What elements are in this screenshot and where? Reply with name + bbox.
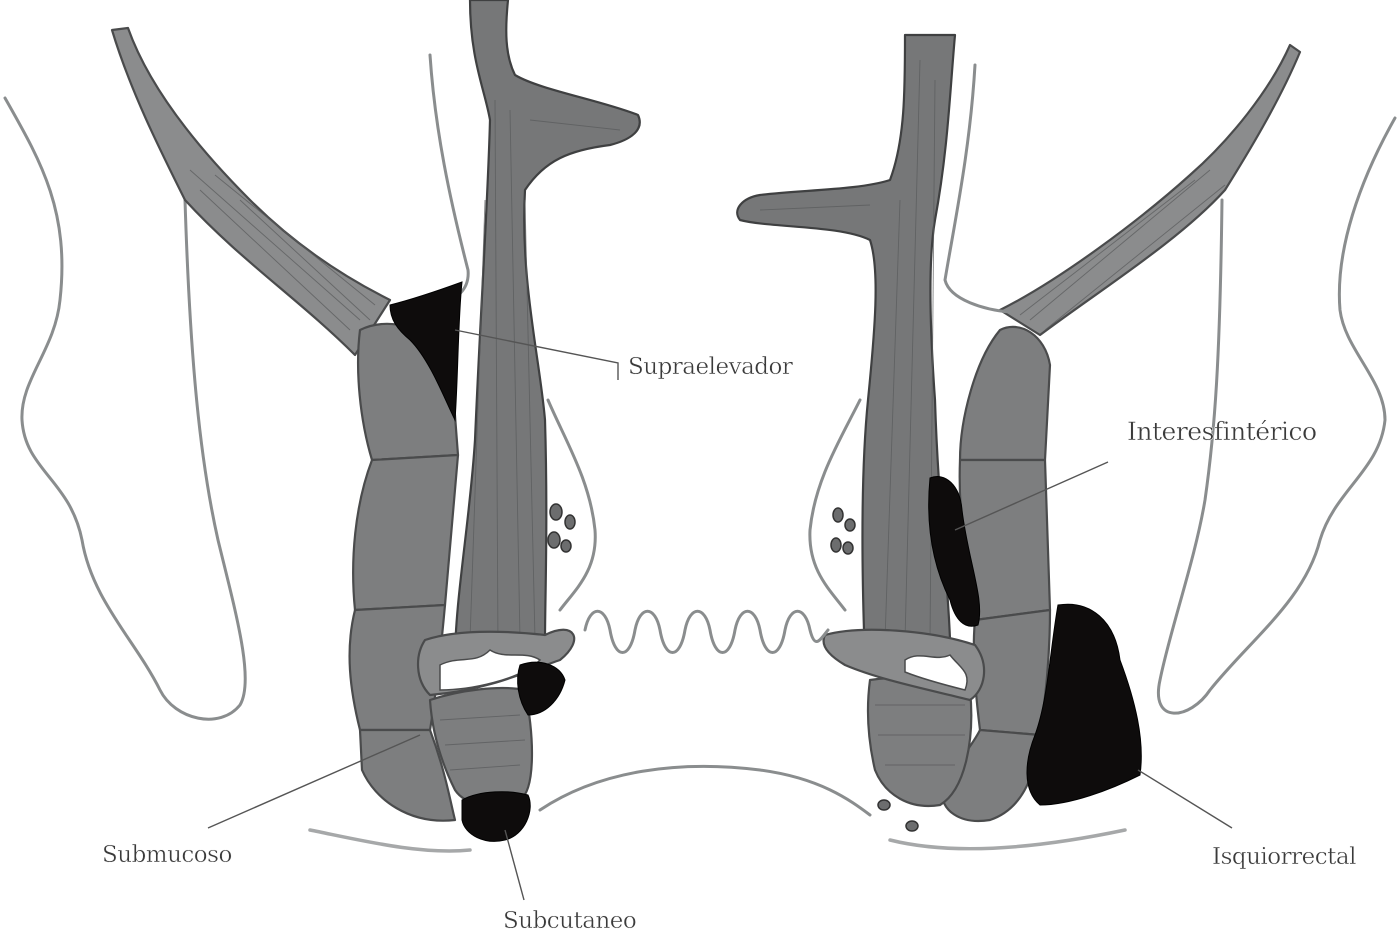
mucosa-line-right bbox=[808, 398, 862, 612]
lymph-nodes-right bbox=[830, 507, 919, 832]
pelvic-outline-left bbox=[3, 96, 247, 721]
label-submucosal: Submucoso bbox=[102, 842, 232, 868]
abscess-intersphincteric bbox=[928, 476, 981, 627]
leader-lines bbox=[207, 329, 1233, 901]
anal-canal-mucosa-folds bbox=[583, 609, 830, 654]
levator-ani-left bbox=[110, 26, 392, 357]
abscess-supralevator bbox=[389, 281, 463, 422]
external-sphincter-left bbox=[348, 322, 460, 822]
skin-surface-left bbox=[308, 828, 472, 853]
abscess-ischiorectal bbox=[1026, 603, 1142, 806]
levator-ani-right bbox=[998, 43, 1302, 337]
fascia-line-right bbox=[943, 63, 1012, 314]
label-ischiorectal: Isquiorrectal bbox=[1212, 844, 1356, 870]
label-intersphincteric: Interesfintérico bbox=[1127, 417, 1317, 446]
skin-surface-right bbox=[888, 828, 1127, 851]
rectal-wall-left bbox=[453, 0, 641, 662]
mucosa-line-left bbox=[546, 398, 597, 612]
external-sphincter-right bbox=[940, 325, 1052, 823]
rectal-wall-right bbox=[736, 33, 957, 662]
label-subcutaneous: Subcutaneo bbox=[503, 908, 636, 934]
abscess-subcutaneous bbox=[461, 791, 531, 842]
perineal-skin-line bbox=[538, 764, 872, 817]
label-supralevator: Supraelevador bbox=[628, 354, 793, 380]
rectal-wall-fibers-right bbox=[759, 59, 936, 641]
abscess-submucosal-left bbox=[517, 661, 566, 716]
fascia-line-left bbox=[428, 53, 470, 307]
pelvic-outline-right bbox=[1157, 116, 1397, 715]
lymph-nodes-left bbox=[547, 503, 576, 553]
levator-fibers-right bbox=[1019, 169, 1226, 331]
levator-fibers-left bbox=[189, 169, 376, 331]
internal-sphincter-fibers-right bbox=[875, 704, 965, 766]
rectal-wall-fibers-left bbox=[469, 99, 621, 651]
internal-sphincter-fibers-left bbox=[439, 714, 526, 771]
